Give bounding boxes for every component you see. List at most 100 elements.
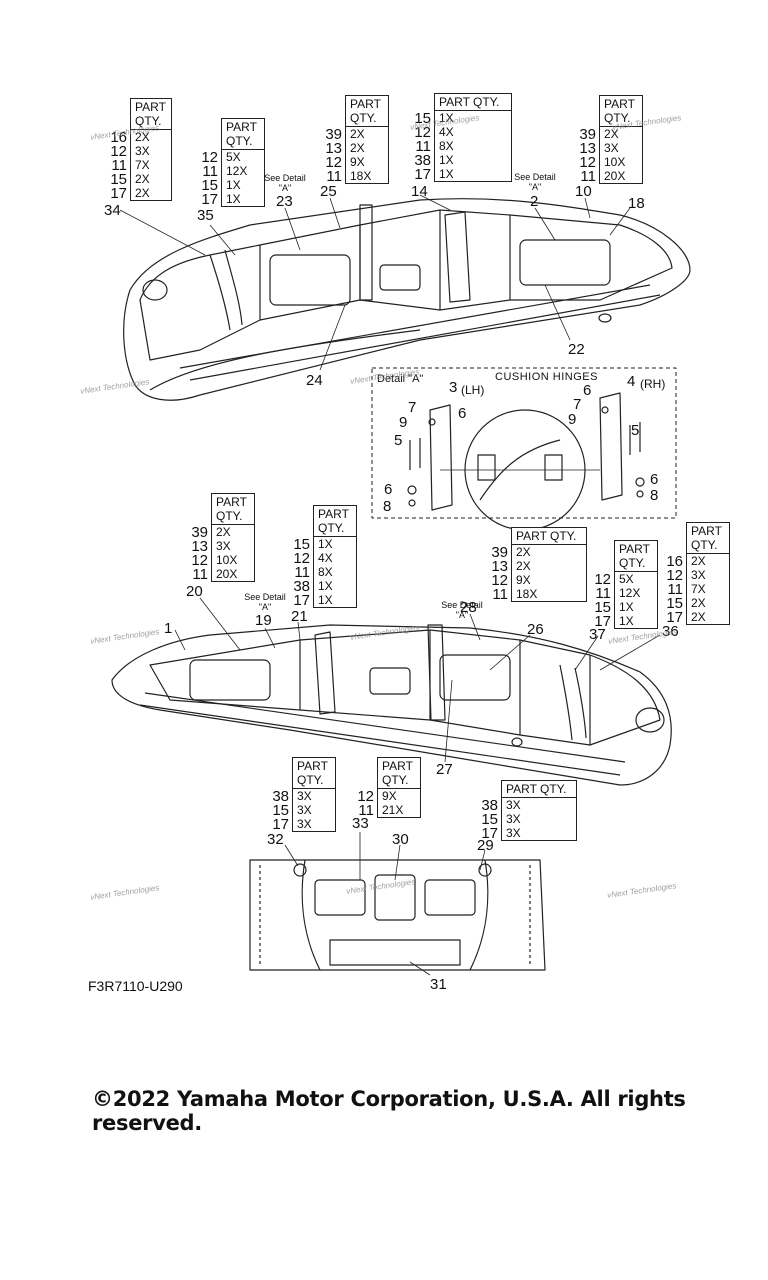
qty-value: 9X — [350, 155, 365, 169]
qty-value: 5X — [619, 572, 634, 586]
qty-table-row: 18X — [346, 169, 388, 183]
part-number: 12 — [325, 154, 342, 171]
qty-table-row: 3X — [293, 789, 335, 803]
qty-value: 3X — [135, 144, 150, 158]
part-number: 17 — [293, 592, 310, 609]
callout-number: 18 — [628, 195, 645, 212]
qty-table-header: PART QTY. — [314, 506, 356, 537]
qty-table-header: PART QTY. — [346, 96, 388, 127]
part-number: 16 — [666, 553, 683, 570]
detail-part-number: 8 — [383, 498, 392, 515]
part-number: 11 — [326, 168, 342, 185]
part-number: 12 — [414, 124, 431, 141]
callout-number: 29 — [477, 837, 494, 854]
top-leader-lines — [119, 194, 631, 371]
qty-table-row: 1X — [314, 579, 356, 593]
detail-title: CUSHION HINGES — [495, 371, 598, 383]
qty-table-row: 5X — [222, 150, 264, 164]
part-number: 38 — [414, 152, 431, 169]
detail-part-number: 9 — [568, 411, 577, 428]
qty-value: 3X — [297, 789, 312, 803]
part-number: 17 — [414, 166, 431, 183]
part-number: 12 — [293, 550, 310, 567]
detail-part-number: 6 — [650, 471, 659, 488]
part-number: 11 — [358, 802, 374, 819]
part-number: 13 — [491, 558, 508, 575]
part-number: 13 — [191, 538, 208, 555]
qty-table-row: 10X — [600, 155, 642, 169]
qty-value: 2X — [135, 130, 150, 144]
qty-table-row: 3X — [293, 817, 335, 831]
top-boat-hull — [123, 198, 691, 401]
part-number: 13 — [579, 140, 596, 157]
qty-value: 1X — [619, 614, 634, 628]
qty-table-header: PART QTY. — [687, 523, 729, 554]
qty-table-header: PART QTY. — [512, 528, 586, 545]
part-number: 11 — [111, 157, 127, 174]
callout-number: 24 — [306, 372, 323, 389]
qty-value: 2X — [691, 554, 706, 568]
qty-table-row: 1X — [615, 614, 657, 628]
qty-table-row: 20X — [212, 567, 254, 581]
callout-number: 27 — [436, 761, 453, 778]
callout-number: 36 — [662, 623, 679, 640]
qty-table-row: 3X — [502, 798, 576, 812]
callout-number: 28 — [460, 599, 477, 616]
qty-value: 2X — [350, 127, 365, 141]
qty-value: 4X — [439, 125, 454, 139]
qty-table-row: 3X — [293, 803, 335, 817]
qty-value: 1X — [619, 600, 634, 614]
callout-number: 37 — [589, 626, 606, 643]
part-number: 11 — [415, 138, 431, 155]
qty-value: 21X — [382, 803, 404, 817]
qty-value: 2X — [135, 172, 150, 186]
middle-leader-lines — [174, 597, 661, 763]
part-number: 15 — [594, 599, 611, 616]
part-number: 12 — [579, 154, 596, 171]
qty-table-row: 1X — [435, 111, 511, 125]
part-number: 17 — [272, 816, 289, 833]
bottom-deck-view — [249, 859, 546, 971]
qty-table-row: 1X — [222, 192, 264, 206]
qty-table-row: 3X — [212, 539, 254, 553]
see-detail-line2: "A" — [455, 610, 469, 620]
qty-value: 20X — [216, 567, 238, 581]
qty-value: 2X — [516, 545, 531, 559]
part-number: 11 — [202, 163, 218, 180]
callout-number: 33 — [352, 815, 369, 832]
middle-boat-hull — [111, 624, 672, 786]
copyright-notice: ©2022 Yamaha Motor Corporation, U.S.A. A… — [92, 1087, 686, 1135]
part-number: 11 — [294, 564, 310, 581]
qty-table-row: 2X — [212, 525, 254, 539]
qty-table-row: 2X — [600, 127, 642, 141]
part-number: 15 — [481, 811, 498, 828]
qty-table-row: 2X — [687, 596, 729, 610]
qty-table-row: 1X — [222, 178, 264, 192]
qty-value: 18X — [350, 169, 372, 183]
qty-table-row: 7X — [131, 158, 171, 172]
detail-label: Detail "A" — [377, 373, 424, 385]
see-detail-line1: See Detail — [514, 172, 556, 182]
see-detail-note: See Detail"A" — [440, 600, 484, 620]
qty-table-row: 2X — [346, 141, 388, 155]
part-number: 12 — [191, 552, 208, 569]
qty-table-row: 1X — [435, 153, 511, 167]
detail-drawing — [407, 392, 645, 531]
callout-number: 19 — [255, 612, 272, 629]
qty-table-row: 2X — [512, 545, 586, 559]
see-detail-note: See Detail"A" — [513, 172, 557, 192]
callout-number: 30 — [392, 831, 409, 848]
qty-table-row: 8X — [435, 139, 511, 153]
qty-value: 1X — [439, 111, 454, 125]
callout-number: 23 — [276, 193, 293, 210]
callout-number: 1 — [164, 620, 173, 637]
